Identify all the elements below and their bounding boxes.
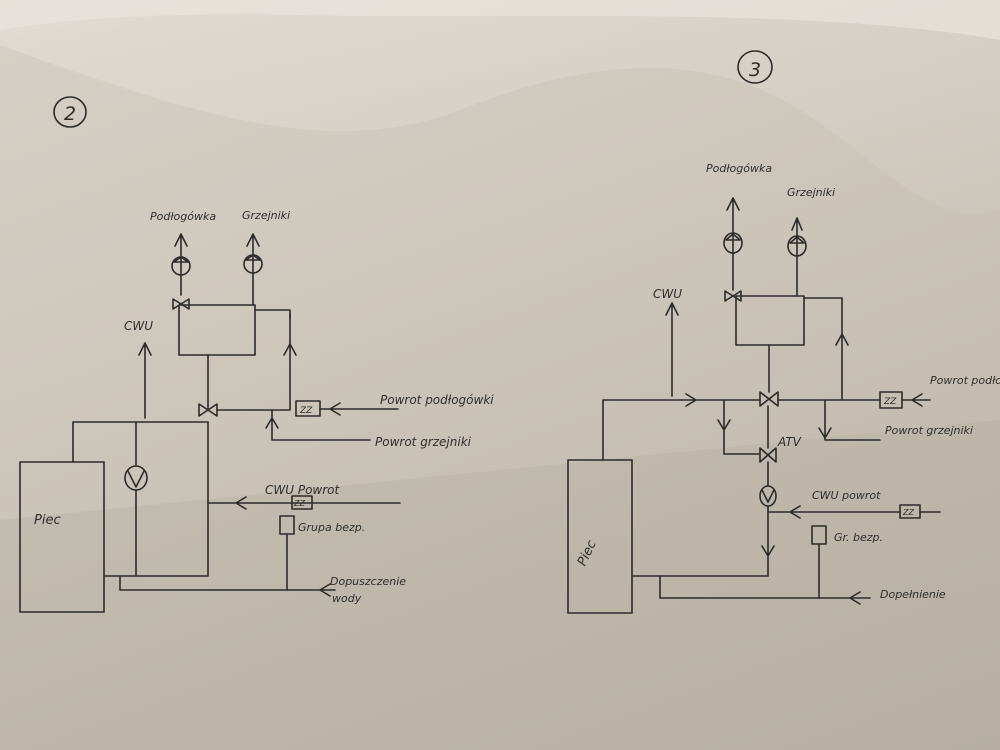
- radiator-pump-icon: [787, 235, 807, 257]
- atv-valve-icon: [759, 447, 777, 463]
- diagram-2: 2 Piec CWU Podłogówka: [19, 96, 494, 613]
- return-arrow-icon: [835, 333, 849, 346]
- floor-return-pipe: [319, 402, 399, 416]
- cwu-check-valve-label: ZZ: [293, 499, 305, 508]
- floor-return-label: Powrot podłogówki: [930, 374, 1000, 387]
- underfloor-arrow-icon: [726, 197, 740, 291]
- radiator-arrow-icon: [246, 233, 260, 306]
- floor-return-pipe: [901, 393, 931, 407]
- check-valve-label: ZZ: [299, 406, 313, 416]
- diagram-number-circle: [737, 50, 773, 84]
- fill-label-line1: Dopuszczenie: [330, 575, 406, 588]
- radiator-pump-triangle: [789, 236, 805, 244]
- circulation-pump-icon: [759, 485, 777, 507]
- pump-symbol-icon: [127, 470, 145, 488]
- diagram-number: 2: [64, 103, 76, 125]
- safety-group-icon: [811, 525, 827, 545]
- boiler-label: Piec: [34, 513, 61, 528]
- underfloor-arrow-icon: [174, 233, 188, 296]
- return-arrow-icon: [283, 343, 297, 356]
- cwu-return-label: CWU powrot: [812, 489, 881, 502]
- cwu-arrow-icon: [665, 302, 679, 397]
- floor-return-label: Powrot podłogówki: [380, 393, 494, 407]
- radiator-return-pipe: [265, 409, 371, 441]
- cwu-return-pipe: [767, 505, 901, 519]
- boiler-supply-pipe: [602, 399, 761, 461]
- diagram-number: 3: [749, 59, 761, 81]
- underfloor-pump-triangle: [725, 233, 741, 241]
- cwu-label: CWU: [653, 287, 682, 301]
- radiator-label: Grzejniki: [242, 209, 290, 222]
- pump-down-pipe: [761, 505, 775, 577]
- supply-arrow-icon: [685, 393, 697, 407]
- boiler-box: [567, 459, 633, 614]
- return-rise-pipe: [216, 313, 291, 411]
- radiator-arrow-icon: [791, 217, 803, 297]
- underfloor-label: Podłogówka: [150, 210, 216, 223]
- check-valve-label: ZZ: [883, 397, 897, 407]
- cwu-label: CWU: [124, 319, 153, 333]
- boiler-supply-pipe: [72, 421, 209, 463]
- radiator-return-pipe: [818, 399, 881, 441]
- bypass-pipe: [717, 399, 761, 455]
- safety-group-label: Grupa bezp.: [298, 521, 365, 534]
- mixing-valve-icon: [198, 403, 218, 417]
- cwu-arrow-icon: [138, 342, 152, 419]
- boiler-return-pipe: [103, 421, 209, 577]
- radiator-pump-triangle: [245, 254, 261, 261]
- boiler-label: Piec: [575, 538, 600, 568]
- diagram-number-circle: [53, 96, 87, 128]
- atv-label: ATV: [777, 435, 802, 449]
- fill-label: Dopełnienie: [880, 588, 946, 601]
- circulation-pump-icon: [124, 465, 148, 491]
- underfloor-valve-icon: [172, 298, 190, 310]
- manifold-box: [178, 304, 256, 356]
- cwu-return-pipe: [207, 496, 401, 510]
- manifold-return: [803, 297, 843, 401]
- underfloor-valve-icon: [724, 290, 742, 302]
- manifold-return: [254, 309, 291, 319]
- underfloor-label: Podłogówka: [706, 162, 772, 175]
- boiler-box: [19, 461, 105, 613]
- mixing-valve-icon: [759, 391, 779, 407]
- manifold-box: [735, 295, 805, 346]
- radiator-return-label: Powrot grzejniki: [375, 435, 472, 449]
- fill-pipe: [119, 575, 321, 591]
- fill-label-line2: wody: [332, 592, 362, 605]
- pump-symbol-icon: [761, 489, 775, 503]
- fill-pipe: [659, 575, 871, 605]
- safety-group-label: Gr. bezp.: [834, 531, 883, 544]
- cwu-check-valve-label: ZZ: [902, 508, 914, 517]
- cwu-return-label: CWU Powrot: [265, 483, 341, 497]
- radiator-return-label: Powrot grzejniki: [885, 424, 973, 437]
- radiator-label: Grzejniki: [787, 186, 835, 199]
- cwu-check-valve-box: [291, 495, 313, 510]
- safety-group-icon: [279, 515, 295, 535]
- underfloor-pump-icon: [723, 232, 743, 254]
- fill-arrow-icon: [319, 583, 336, 597]
- diagram-3: 3 Piec CWU Podłogówka Grzejniki ZZ: [567, 50, 1000, 614]
- underfloor-pump-triangle: [173, 256, 189, 263]
